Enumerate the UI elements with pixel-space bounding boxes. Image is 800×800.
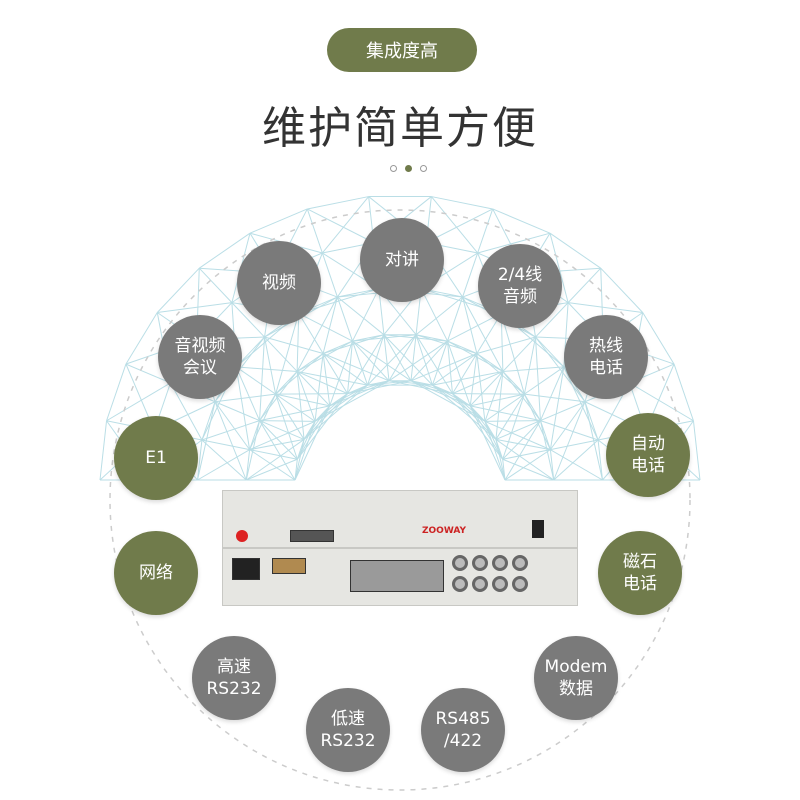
multiplexer-device-image: ZOOWAY — [222, 490, 578, 610]
pager-dot — [420, 165, 427, 172]
feature-circle: 自动 电话 — [606, 413, 690, 497]
pager-dots — [390, 165, 427, 172]
feature-circle: 低速 RS232 — [306, 688, 390, 772]
dashed-orbit — [109, 209, 691, 791]
feature-circle: 对讲 — [360, 218, 444, 302]
feature-circle: RS485 /422 — [421, 688, 505, 772]
feature-circle: 视频 — [237, 241, 321, 325]
feature-circle: E1 — [114, 416, 198, 500]
feature-circle: Modem 数据 — [534, 636, 618, 720]
pager-dot-active — [405, 165, 412, 172]
feature-circle: 磁石 电话 — [598, 531, 682, 615]
feature-badge: 集成度高 — [327, 28, 477, 72]
feature-circle: 高速 RS232 — [192, 636, 276, 720]
feature-circle: 网络 — [114, 531, 198, 615]
pager-dot — [390, 165, 397, 172]
feature-circle: 热线 电话 — [564, 315, 648, 399]
page-title: 维护简单方便 — [262, 103, 538, 154]
feature-circle: 音视频 会议 — [158, 315, 242, 399]
feature-circle: 2/4线 音频 — [478, 244, 562, 328]
